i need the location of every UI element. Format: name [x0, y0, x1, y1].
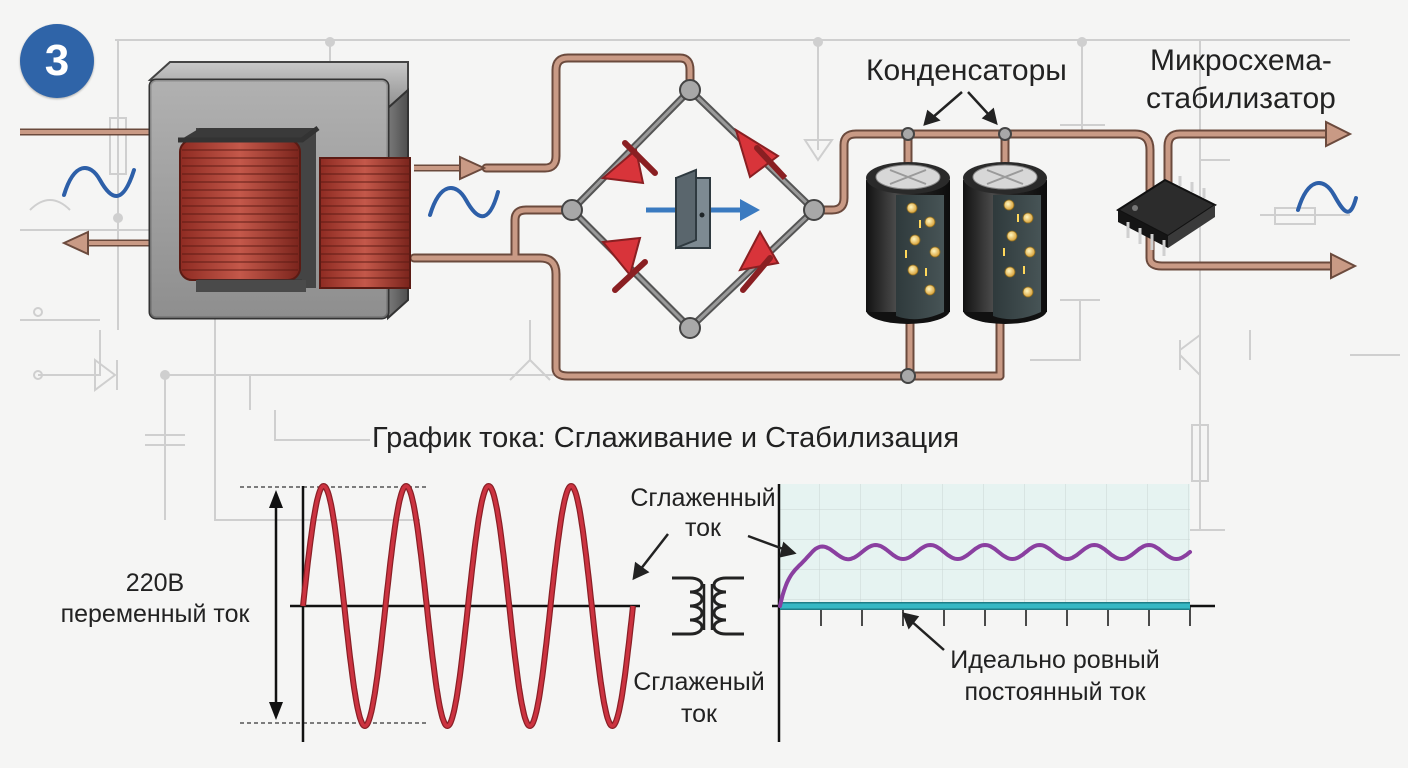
background-schematic — [20, 37, 1400, 531]
ac-voltage-label: 220В — [125, 569, 185, 597]
graph-left — [240, 483, 640, 742]
graph-right — [772, 484, 1215, 742]
sine-wave-icon — [428, 186, 500, 219]
transformer-symbol-icon — [672, 576, 744, 636]
smoothed-top-label-line2: ток — [684, 514, 721, 542]
capacitors-label: Конденсаторы — [866, 54, 1067, 87]
capacitor-icon — [963, 162, 1047, 324]
smoothed-pointer-right — [747, 534, 797, 558]
graph-title: График тока: Сглаживание и Стабилизация — [372, 422, 960, 454]
regulator-label-line2: стабилизатор — [1146, 82, 1336, 115]
smoothed-pointer-left — [632, 533, 669, 581]
step-badge: 3 — [20, 24, 94, 98]
dc-label-line1: Идеально ровный — [950, 646, 1160, 674]
ac-current-label: переменный ток — [60, 600, 250, 628]
smoothed-top-label-line1: Сглаженный — [630, 484, 776, 512]
transformer-icon — [147, 61, 411, 321]
capacitor-junctions — [900, 127, 1012, 384]
circuit-wires — [409, 53, 1335, 381]
smoothed-bottom-label-line1: Сглаженый — [633, 668, 765, 696]
chip-icon — [1116, 176, 1217, 256]
door-icon — [646, 168, 760, 250]
sine-wave-icon — [1296, 181, 1358, 214]
dc-pointer — [901, 612, 945, 651]
regulator-label-line1: Микросхема- — [1150, 44, 1332, 77]
smoothed-bottom-label-line2: ток — [680, 700, 717, 728]
capacitor-icon — [866, 162, 950, 324]
sine-wave-icon — [62, 166, 136, 198]
diode-bridge-icon — [561, 79, 825, 339]
dc-label-line2: постоянный ток — [964, 678, 1146, 706]
capacitor-pointer-arrows — [923, 91, 998, 126]
